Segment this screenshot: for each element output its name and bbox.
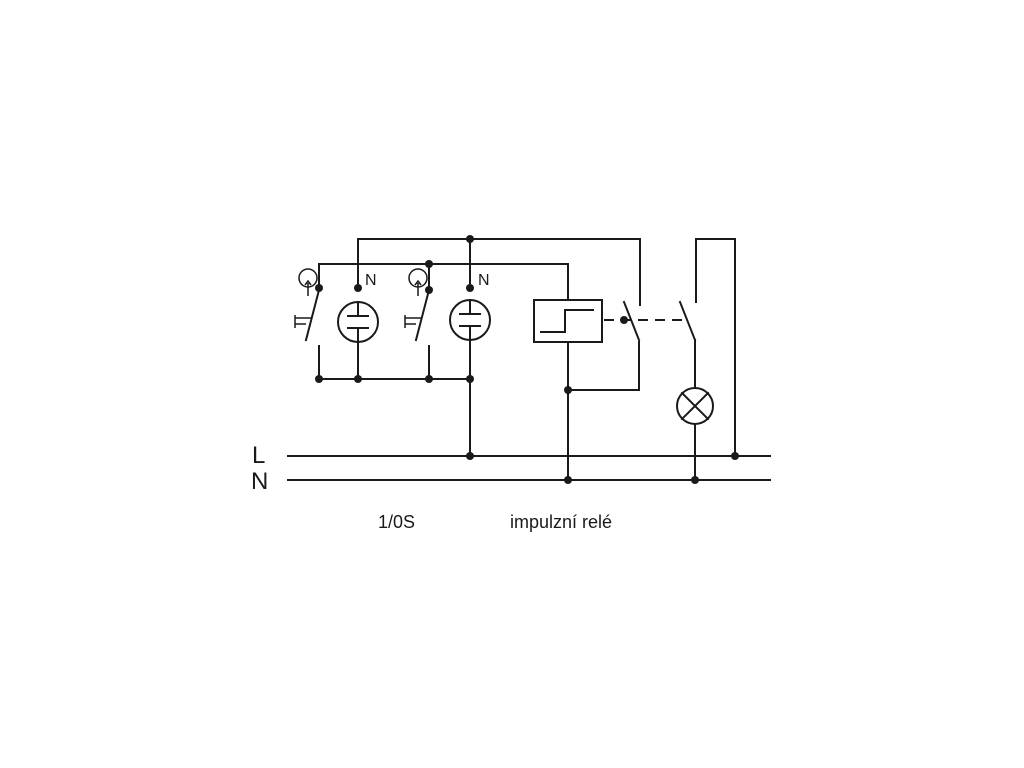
rail-N-label: N	[251, 468, 268, 495]
unit2-pushbutton-icon	[404, 315, 422, 328]
unit2-indicator-arrow-icon	[414, 279, 422, 296]
unit2-n-label: N	[478, 272, 490, 289]
lower-bus-wire	[318, 263, 569, 301]
unit1-switch-contact	[304, 288, 321, 342]
unit1-n-label: N	[365, 272, 377, 289]
junction-dot	[466, 235, 474, 243]
junction-dot	[425, 286, 433, 294]
junction-dot	[315, 284, 323, 292]
unit1-pushbutton-icon	[294, 315, 312, 328]
relay-contact-1	[622, 300, 641, 342]
caption-impulse-relay: impulzní relé	[510, 512, 612, 532]
unit1-indicator-arrow-icon	[304, 279, 312, 296]
supply-rails: L N	[251, 442, 771, 495]
rail-L-label: L	[252, 442, 265, 469]
junction-dot	[466, 452, 474, 460]
junction-dot	[425, 260, 433, 268]
junction-dot	[354, 284, 362, 292]
lamp-cross-b	[680, 391, 710, 421]
junction-dot	[564, 476, 572, 484]
junction-dot	[466, 284, 474, 292]
junction-dot	[315, 375, 323, 383]
junction-dot	[691, 476, 699, 484]
load-lamp	[676, 387, 714, 481]
push-button-unit-1: N	[294, 268, 379, 380]
top-bus-wires	[318, 238, 641, 306]
relay-contact-2	[678, 300, 697, 342]
junction-dot	[425, 375, 433, 383]
unit2-switch-contact	[414, 288, 431, 342]
junction-dot	[731, 452, 739, 460]
upper-bus-wire	[357, 238, 641, 306]
junction-dots	[315, 235, 739, 484]
junction-dot	[466, 375, 474, 383]
junction-dot	[564, 386, 572, 394]
impulse-relay	[533, 299, 640, 481]
relay-feedback-wire	[567, 341, 640, 391]
contact2-to-L-wire	[695, 238, 736, 457]
junction-dot	[620, 316, 628, 324]
relay-coil-box	[533, 299, 603, 343]
caption-pushbutton: 1/0S	[378, 512, 415, 532]
relay-step-icon	[540, 309, 594, 333]
junction-dot	[354, 375, 362, 383]
relay-contacts	[604, 238, 736, 457]
push-button-unit-2: N	[404, 268, 491, 457]
